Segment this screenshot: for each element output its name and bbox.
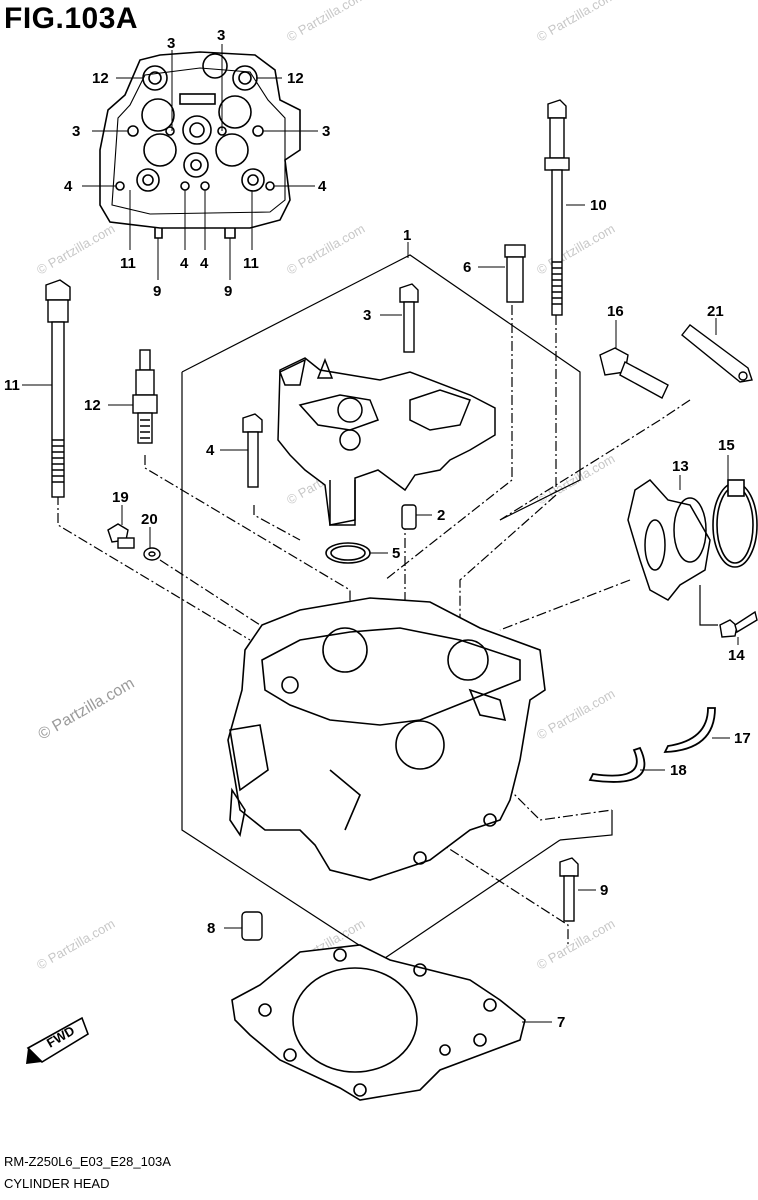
callout-label: 1 bbox=[403, 227, 411, 244]
callout-label: 13 bbox=[672, 458, 689, 475]
ring-18 bbox=[588, 746, 646, 783]
fwd-arrow: FWD bbox=[26, 1016, 89, 1064]
callout-label: 2 bbox=[437, 507, 445, 524]
figure-code: RM-Z250L6_E03_E28_103A bbox=[4, 1154, 171, 1169]
callout-label: 5 bbox=[392, 545, 400, 562]
watermark: © Partzilla.com bbox=[34, 221, 117, 278]
watermark: © Partzilla.com bbox=[34, 916, 117, 973]
callout-label: 15 bbox=[718, 437, 735, 454]
callout-label: 9 bbox=[153, 283, 161, 300]
o-ring-5 bbox=[325, 542, 371, 564]
callout-label: 12 bbox=[92, 70, 109, 87]
watermark: © Partzilla.com bbox=[284, 0, 367, 45]
cam-housing bbox=[277, 357, 496, 526]
callout-leaders bbox=[22, 204, 739, 1023]
intake-pipe-13 bbox=[627, 479, 711, 601]
head-bolt-right bbox=[544, 99, 570, 316]
bolt-9 bbox=[559, 857, 579, 922]
callout-label: 3 bbox=[167, 35, 175, 52]
watermark: © Partzilla.com bbox=[534, 686, 617, 743]
dowel-8 bbox=[241, 911, 263, 941]
watermark: © Partzilla.com bbox=[534, 221, 617, 278]
callout-label: 4 bbox=[64, 178, 73, 195]
figure-name: CYLINDER HEAD bbox=[4, 1176, 110, 1191]
head-bolt-left bbox=[45, 279, 71, 498]
cylinder-head-body bbox=[227, 597, 546, 881]
bolt-19 bbox=[107, 523, 135, 549]
head-top-view bbox=[99, 51, 301, 239]
figure-title: FIG.103A bbox=[4, 2, 139, 35]
callout-label: 9 bbox=[600, 882, 608, 899]
callout-label: 3 bbox=[217, 27, 225, 44]
watermark: © Partzilla.com bbox=[534, 916, 617, 973]
top-inset-leaders bbox=[82, 44, 318, 280]
callout-label: 3 bbox=[363, 307, 371, 324]
callout-label: 8 bbox=[207, 920, 215, 937]
callout-label: 7 bbox=[557, 1014, 565, 1031]
bolt-3 bbox=[399, 283, 419, 353]
ring-17 bbox=[663, 707, 716, 753]
callout-label: 6 bbox=[463, 259, 471, 276]
gasket-7 bbox=[231, 944, 526, 1101]
watermark: © Partzilla.com bbox=[534, 0, 617, 45]
callout-label: 9 bbox=[224, 283, 232, 300]
callouts: 3 3 12 12 3 3 4 4 11 4 4 11 9 9 1 6 10 3… bbox=[4, 27, 751, 1031]
spark-plug bbox=[132, 349, 158, 444]
callout-label: 11 bbox=[4, 377, 20, 394]
valve-guide-6 bbox=[504, 244, 526, 303]
callout-label: 4 bbox=[318, 178, 327, 195]
bolt-14 bbox=[719, 610, 758, 638]
callout-label: 4 bbox=[180, 255, 189, 272]
bolt-16 bbox=[599, 347, 669, 399]
callout-label: 11 bbox=[120, 255, 136, 272]
callout-label: 18 bbox=[670, 762, 687, 779]
dowel-2 bbox=[401, 504, 417, 530]
washer-20 bbox=[143, 547, 161, 561]
band-15 bbox=[712, 479, 758, 568]
watermark: © Partzilla.com bbox=[36, 675, 138, 744]
callout-label: 17 bbox=[734, 730, 751, 747]
callout-label: 3 bbox=[72, 123, 80, 140]
watermark: © Partzilla.com bbox=[284, 221, 367, 278]
watermark: © Partzilla.com bbox=[534, 451, 617, 508]
callout-label: 14 bbox=[728, 647, 745, 664]
callout-label: 11 bbox=[243, 255, 259, 272]
callout-label: 16 bbox=[607, 303, 624, 320]
callout-label: 12 bbox=[287, 70, 304, 87]
callout-label: 4 bbox=[206, 442, 215, 459]
callout-label: 10 bbox=[590, 197, 607, 214]
callout-label: 12 bbox=[84, 397, 101, 414]
callout-label: 20 bbox=[141, 511, 158, 528]
bolt-4 bbox=[242, 413, 263, 488]
clamp-21 bbox=[681, 324, 753, 383]
callout-label: 19 bbox=[112, 489, 129, 506]
callout-label: 4 bbox=[200, 255, 209, 272]
callout-label: 21 bbox=[707, 303, 724, 320]
callout-label: 3 bbox=[322, 123, 330, 140]
